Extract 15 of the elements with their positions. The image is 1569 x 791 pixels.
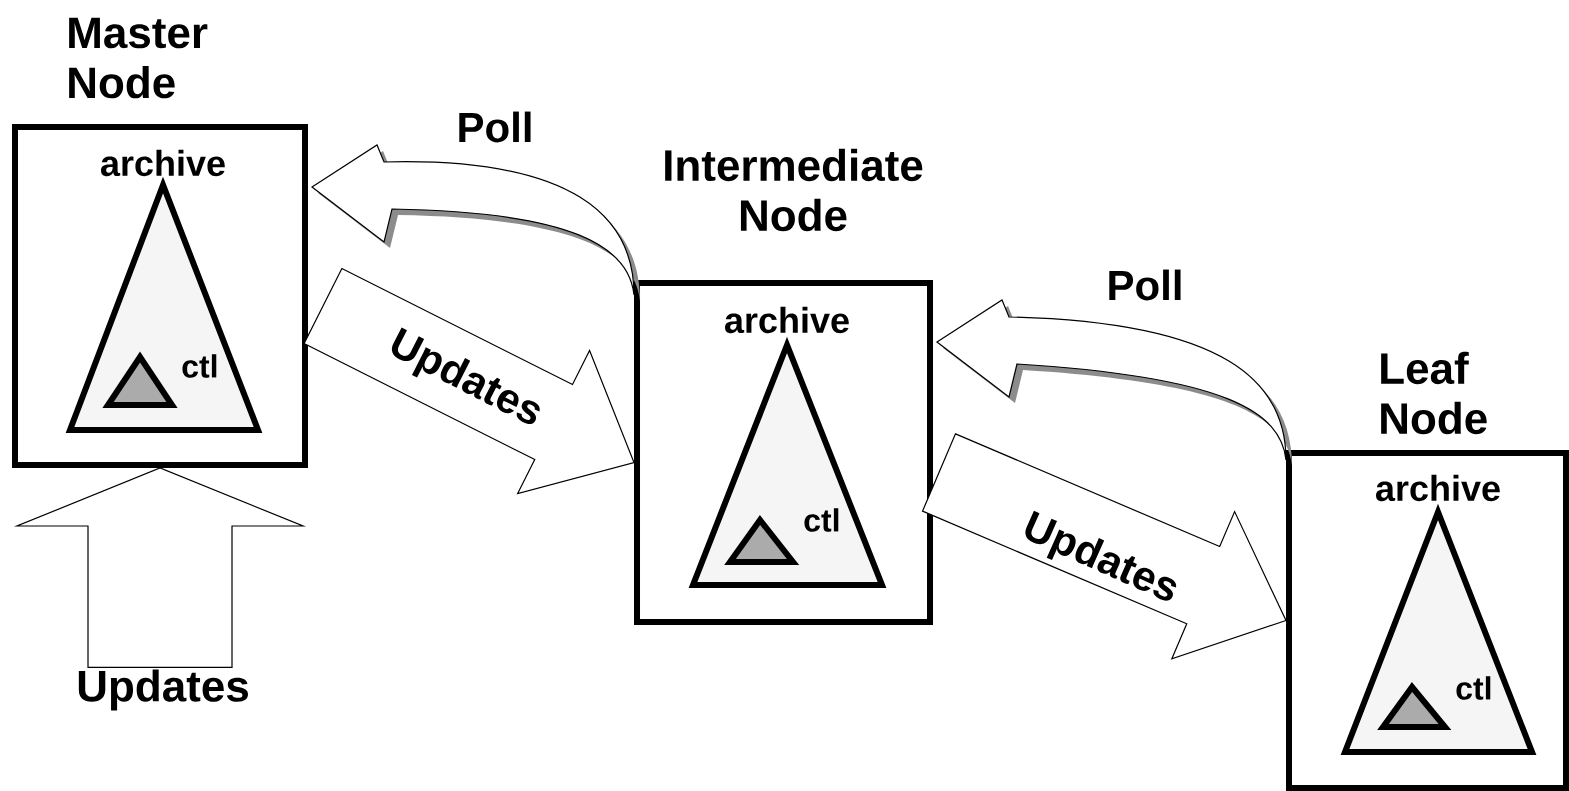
archive-label: archive	[722, 305, 852, 335]
ctl-label: ctl	[804, 508, 839, 532]
curved-arrow	[936, 299, 1292, 466]
archive-label: archive	[1373, 473, 1503, 503]
curved-arrow	[311, 144, 640, 301]
edge-label: Poll	[1105, 268, 1185, 302]
ctl-label: ctl	[182, 354, 217, 378]
edge-label: Poll	[455, 110, 535, 144]
block-arrow	[13, 467, 307, 668]
node-title: Leaf Node	[1381, 351, 1487, 435]
node-title: Master Node	[69, 17, 208, 99]
node-title: Intermediate Node	[665, 148, 923, 232]
archive-label: archive	[98, 148, 228, 178]
input-label: Updates	[78, 669, 248, 711]
ctl-label: ctl	[1456, 676, 1491, 700]
